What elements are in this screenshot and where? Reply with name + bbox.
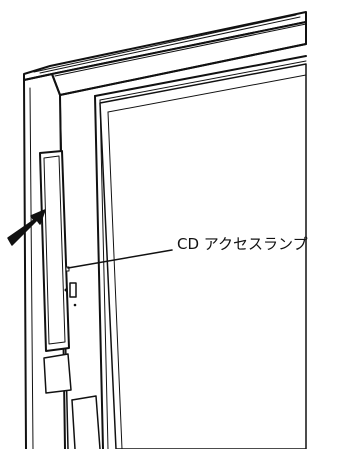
callout-line bbox=[67, 249, 173, 269]
cd-access-lamp-label: CD アクセスランプ bbox=[177, 235, 308, 253]
insert-arrow-icon bbox=[7, 209, 46, 246]
lower-panel bbox=[43, 353, 101, 450]
cd-tray bbox=[39, 150, 70, 352]
eject-button[interactable] bbox=[69, 282, 77, 298]
monitor-top-edge bbox=[23, 11, 307, 96]
emergency-eject-hole bbox=[64, 288, 77, 307]
cd-access-lamp bbox=[65, 266, 70, 272]
